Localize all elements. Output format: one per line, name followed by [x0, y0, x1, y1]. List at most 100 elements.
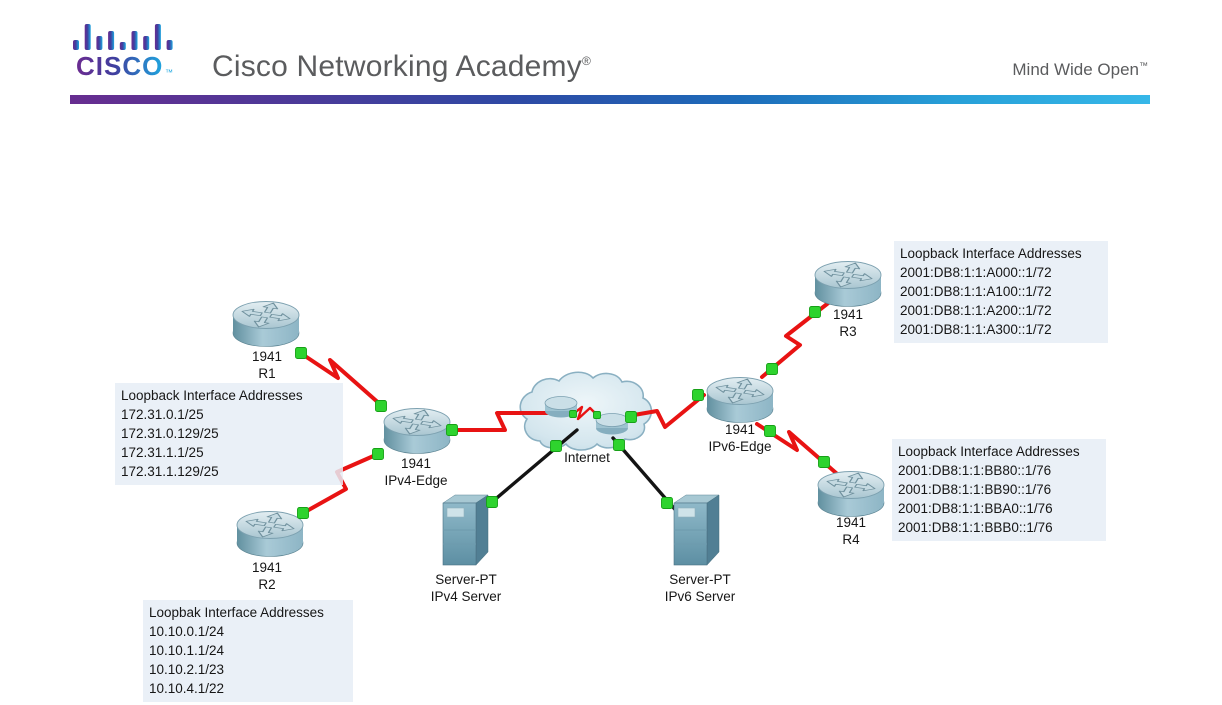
- cloud-mini-router-icon: [544, 396, 578, 418]
- page-header: CISCO ™ Cisco Networking Academy® Mind W…: [0, 0, 1222, 110]
- note-line: 10.10.2.1/23: [149, 662, 225, 677]
- header-gradient-rule: [70, 95, 1150, 104]
- link-ipv4edge-cloud-serial: [448, 411, 563, 432]
- tagline-trademark: ™: [1139, 60, 1148, 71]
- note-line: 2001:DB8:1:1:BBB0::1/76: [898, 520, 1053, 535]
- link-up-icon: [569, 410, 577, 418]
- link-up-icon: [809, 306, 821, 318]
- cisco-signal-bars-icon: [73, 24, 173, 50]
- label-ipv6-server: Server-PT IPv6 Server: [645, 571, 755, 605]
- device-ipv4-edge[interactable]: [383, 407, 451, 455]
- note-title: Loopback Interface Addresses: [121, 388, 303, 403]
- device-r2[interactable]: [236, 510, 304, 558]
- device-r4[interactable]: [817, 470, 885, 518]
- note-line: 2001:DB8:1:1:BB90::1/76: [898, 482, 1052, 497]
- device-r1[interactable]: [232, 300, 300, 348]
- link-up-icon: [550, 440, 562, 452]
- server-icon: [442, 494, 489, 566]
- note-r3-loopbacks: Loopback Interface Addresses 2001:DB8:1:…: [894, 241, 1108, 343]
- label-r4: 1941 R4: [796, 514, 906, 548]
- link-up-icon: [625, 411, 637, 423]
- router-icon: [383, 407, 451, 455]
- device-ipv4-server[interactable]: [442, 494, 489, 566]
- device-model: 1941: [251, 349, 283, 364]
- tagline-text: Mind Wide Open: [1012, 60, 1139, 79]
- device-name: IPv6 Server: [664, 589, 736, 604]
- link-up-icon: [692, 389, 704, 401]
- link-status-group: [295, 306, 830, 519]
- tagline: Mind Wide Open™: [1012, 60, 1148, 80]
- device-name: R3: [839, 324, 857, 339]
- brand-text: Cisco Networking Academy: [212, 50, 582, 83]
- router-icon: [236, 510, 304, 558]
- device-r3[interactable]: [814, 260, 882, 308]
- label-ipv4-server: Server-PT IPv4 Server: [411, 571, 521, 605]
- server-icon: [673, 494, 720, 566]
- link-up-icon: [295, 347, 307, 359]
- device-ipv6-server[interactable]: [673, 494, 720, 566]
- label-r3: 1941 R3: [793, 306, 903, 340]
- device-model: 1941: [724, 422, 756, 437]
- router-icon: [232, 300, 300, 348]
- link-up-icon: [818, 456, 830, 468]
- device-ipv6-edge[interactable]: [706, 376, 774, 424]
- router-icon: [817, 470, 885, 518]
- link-cloud-internal-serial: [571, 405, 599, 421]
- note-line: 2001:DB8:1:1:A300::1/72: [900, 322, 1052, 337]
- note-line: 172.31.0.129/25: [121, 426, 219, 441]
- device-name: IPv6-Edge: [708, 439, 772, 454]
- note-r1-loopbacks: Loopback Interface Addresses 172.31.0.1/…: [115, 383, 343, 485]
- link-up-icon: [613, 439, 625, 451]
- cisco-wordmark: CISCO: [76, 51, 163, 81]
- note-line: 172.31.1.129/25: [121, 464, 219, 479]
- label-internet: Internet: [537, 449, 637, 466]
- device-model: 1941: [835, 515, 867, 530]
- device-name: Internet: [564, 450, 610, 465]
- label-r2: 1941 R2: [212, 559, 322, 593]
- link-r1-ipv4edge-serial: [297, 350, 383, 407]
- note-r4-loopbacks: Loopback Interface Addresses 2001:DB8:1:…: [892, 439, 1106, 541]
- label-r1: 1941 R1: [212, 348, 322, 382]
- note-line: 2001:DB8:1:1:A200::1/72: [900, 303, 1052, 318]
- link-up-icon: [372, 448, 384, 460]
- device-model: 1941: [251, 560, 283, 575]
- note-title: Loopback Interface Addresses: [900, 246, 1082, 261]
- link-up-icon: [764, 425, 776, 437]
- note-line: 2001:DB8:1:1:A000::1/72: [900, 265, 1052, 280]
- label-ipv6-edge: 1941 IPv6-Edge: [685, 421, 795, 455]
- link-up-icon: [766, 363, 778, 375]
- device-name: R2: [258, 577, 276, 592]
- device-name: IPv4 Server: [430, 589, 502, 604]
- link-up-icon: [486, 496, 498, 508]
- device-name: R1: [258, 366, 276, 381]
- link-up-icon: [446, 424, 458, 436]
- device-model: 1941: [400, 456, 432, 471]
- link-up-icon: [593, 411, 601, 419]
- note-line: 172.31.0.1/25: [121, 407, 204, 422]
- note-line: 2001:DB8:1:1:BB80::1/76: [898, 463, 1052, 478]
- link-up-icon: [661, 497, 673, 509]
- note-line: 10.10.1.1/24: [149, 643, 225, 658]
- cisco-trademark: ™: [165, 68, 173, 77]
- cisco-logo: CISCO ™: [73, 24, 173, 81]
- note-line: 172.31.1.1/25: [121, 445, 204, 460]
- label-ipv4-edge: 1941 IPv4-Edge: [361, 455, 471, 489]
- router-icon: [814, 260, 882, 308]
- note-line: 2001:DB8:1:1:BBA0::1/76: [898, 501, 1053, 516]
- link-cloud-ipv6edge-serial: [626, 393, 706, 429]
- note-r2-loopbacks: Loopbak Interface Addresses 10.10.0.1/24…: [143, 600, 353, 702]
- device-name: R4: [842, 532, 860, 547]
- page-title: Cisco Networking Academy®: [212, 50, 591, 84]
- brand-registered-mark: ®: [581, 54, 591, 68]
- device-model: Server-PT: [669, 572, 731, 587]
- note-line: 10.10.0.1/24: [149, 624, 225, 639]
- link-up-icon: [297, 507, 309, 519]
- link-up-icon: [375, 400, 387, 412]
- device-model: 1941: [832, 307, 864, 322]
- device-name: IPv4-Edge: [384, 473, 448, 488]
- router-icon: [706, 376, 774, 424]
- device-model: Server-PT: [435, 572, 497, 587]
- note-title: Loopback Interface Addresses: [898, 444, 1080, 459]
- note-line: 10.10.4.1/22: [149, 681, 225, 696]
